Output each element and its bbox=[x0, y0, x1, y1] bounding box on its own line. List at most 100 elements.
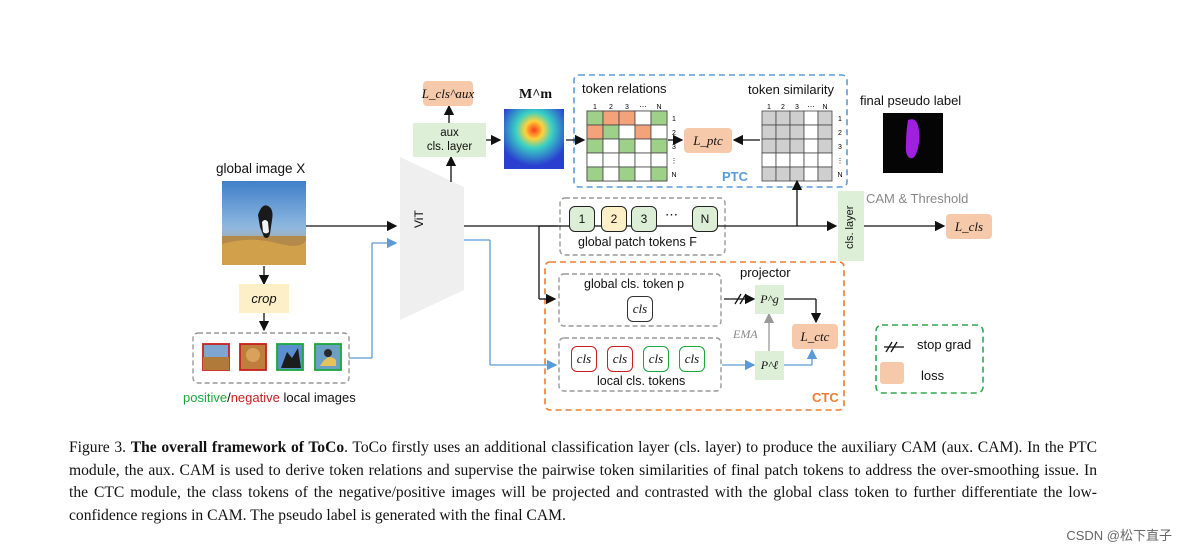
crop-label: crop bbox=[251, 291, 277, 306]
projector-local: P^ℓ bbox=[755, 351, 784, 380]
matrix-cell bbox=[634, 110, 652, 126]
ptc-title: PTC bbox=[722, 169, 748, 184]
projector-label: projector bbox=[740, 265, 791, 280]
matrix-cell bbox=[618, 138, 636, 154]
matrix-cell bbox=[634, 166, 652, 182]
token-similarity-text: token similarity bbox=[748, 82, 834, 97]
patch-token-label: 2 bbox=[610, 212, 618, 226]
matrix-cell bbox=[586, 152, 604, 168]
matrix-cell bbox=[618, 124, 636, 140]
final-pseudo-label-text: final pseudo label bbox=[860, 93, 962, 108]
watermark: CSDN @松下直子 bbox=[1066, 525, 1172, 544]
matrix-cell bbox=[586, 124, 604, 140]
aux-cam-heatmap bbox=[504, 109, 564, 169]
ctc-title: CTC bbox=[812, 390, 839, 405]
matrix-cell bbox=[775, 110, 791, 126]
matrix-cell bbox=[803, 152, 819, 168]
ptc-title-text: PTC bbox=[722, 169, 748, 184]
matrix-cell bbox=[761, 138, 777, 154]
global-patch-tokens-label: global patch tokens F bbox=[578, 235, 697, 249]
loss-aux-text: L_cls^aux bbox=[421, 85, 475, 101]
final-pseudo-label-caption: final pseudo label bbox=[860, 93, 961, 108]
matrix-cell bbox=[817, 152, 833, 168]
matrix-index-label: N bbox=[822, 104, 827, 111]
local-cls-text: cls bbox=[612, 351, 628, 366]
matrix-cell bbox=[817, 110, 833, 126]
ptc-region bbox=[573, 74, 848, 188]
legend-stop-grad-text: stop grad bbox=[917, 337, 972, 352]
patch-token-label: N bbox=[700, 212, 710, 226]
projector-global-text: P^g bbox=[760, 292, 779, 306]
matrix-index-label: 1 bbox=[767, 104, 771, 111]
matrix-cell bbox=[634, 138, 652, 154]
figure-caption: Figure 3. The overall framework of ToCo.… bbox=[69, 437, 1097, 527]
global-cls-token-text-inner: cls bbox=[632, 301, 648, 316]
matrix-cell bbox=[650, 110, 668, 126]
matrix-cell bbox=[803, 110, 819, 126]
matrix-cell bbox=[775, 138, 791, 154]
matrix-cell bbox=[602, 110, 620, 126]
matrix-cell bbox=[618, 166, 636, 182]
matrix-cell bbox=[803, 166, 819, 182]
caption-bold: The overall framework of ToCo bbox=[130, 439, 345, 456]
local-images-negative: negative bbox=[230, 390, 280, 405]
legend-box bbox=[875, 324, 984, 394]
projector-local-text: P^ℓ bbox=[760, 358, 779, 372]
patch-token-ellipsis: ⋯ bbox=[665, 207, 678, 223]
ema-text: EMA bbox=[733, 327, 758, 341]
matrix-index-label: 3 bbox=[625, 104, 629, 111]
loss-aux: L_cls^aux bbox=[421, 81, 475, 106]
matrix-index-label: 2 bbox=[672, 130, 676, 137]
legend-loss-swatch bbox=[880, 362, 904, 384]
matrix-cell bbox=[817, 124, 833, 140]
matrix-cell bbox=[789, 166, 805, 182]
matrix-index-label: 2 bbox=[781, 104, 785, 111]
matrix-index-label: ⋮ bbox=[671, 158, 678, 165]
token-similarity-label: token similarity bbox=[748, 82, 834, 97]
cls-layer-label: cls. layer bbox=[844, 205, 856, 249]
matrix-cell bbox=[586, 166, 604, 182]
mm-label: M^m bbox=[519, 87, 552, 103]
patch-token: 1 bbox=[569, 206, 595, 232]
matrix-cell bbox=[586, 110, 604, 126]
matrix-cell bbox=[761, 110, 777, 126]
matrix-index-label: 3 bbox=[795, 104, 799, 111]
crop-box: crop bbox=[239, 284, 289, 313]
matrix-cell bbox=[775, 124, 791, 140]
matrix-cell bbox=[650, 124, 668, 140]
loss-ctc: L_ctc bbox=[792, 324, 838, 349]
token-relations-label: token relations bbox=[582, 81, 667, 96]
local-images-region bbox=[192, 332, 350, 384]
local-cls-text: cls bbox=[648, 351, 664, 366]
matrix-index-label: ⋯ bbox=[640, 104, 647, 111]
matrix-cell bbox=[803, 124, 819, 140]
local-images-caption: positive/negative local images bbox=[183, 390, 356, 405]
local-images-sep: / bbox=[227, 390, 231, 405]
legend-stop-grad-label: stop grad bbox=[917, 337, 971, 352]
local-cls-token-negative: cls bbox=[607, 346, 633, 372]
aux-cls-layer: aux cls. layer bbox=[413, 123, 486, 157]
cam-threshold-text: CAM & Threshold bbox=[866, 191, 969, 206]
loss-cls-text: L_cls bbox=[954, 218, 984, 234]
watermark-text: CSDN @松下直子 bbox=[1066, 528, 1172, 543]
local-cls-token-positive: cls bbox=[679, 346, 705, 372]
loss-ptc-text: L_ptc bbox=[693, 132, 723, 148]
matrix-index-label: 1 bbox=[838, 116, 842, 123]
global-cls-token: cls bbox=[627, 296, 653, 322]
local-cls-region bbox=[558, 337, 722, 392]
matrix-cell bbox=[789, 152, 805, 168]
matrix-cell bbox=[634, 152, 652, 168]
ema-label: EMA bbox=[733, 327, 758, 342]
matrix-cell bbox=[650, 138, 668, 154]
legend-loss-text: loss bbox=[921, 368, 945, 383]
matrix-index-label: 3 bbox=[838, 144, 842, 151]
matrix-index-label: 2 bbox=[838, 130, 842, 137]
loss-ctc-text: L_ctc bbox=[800, 328, 830, 344]
ctc-title-text: CTC bbox=[812, 390, 839, 405]
patch-token: 2 bbox=[601, 206, 627, 232]
matrix-cell bbox=[650, 152, 668, 168]
local-cls-token-negative: cls bbox=[571, 346, 597, 372]
mm-label-text: M^m bbox=[519, 87, 553, 102]
projector-text: projector bbox=[740, 265, 791, 280]
